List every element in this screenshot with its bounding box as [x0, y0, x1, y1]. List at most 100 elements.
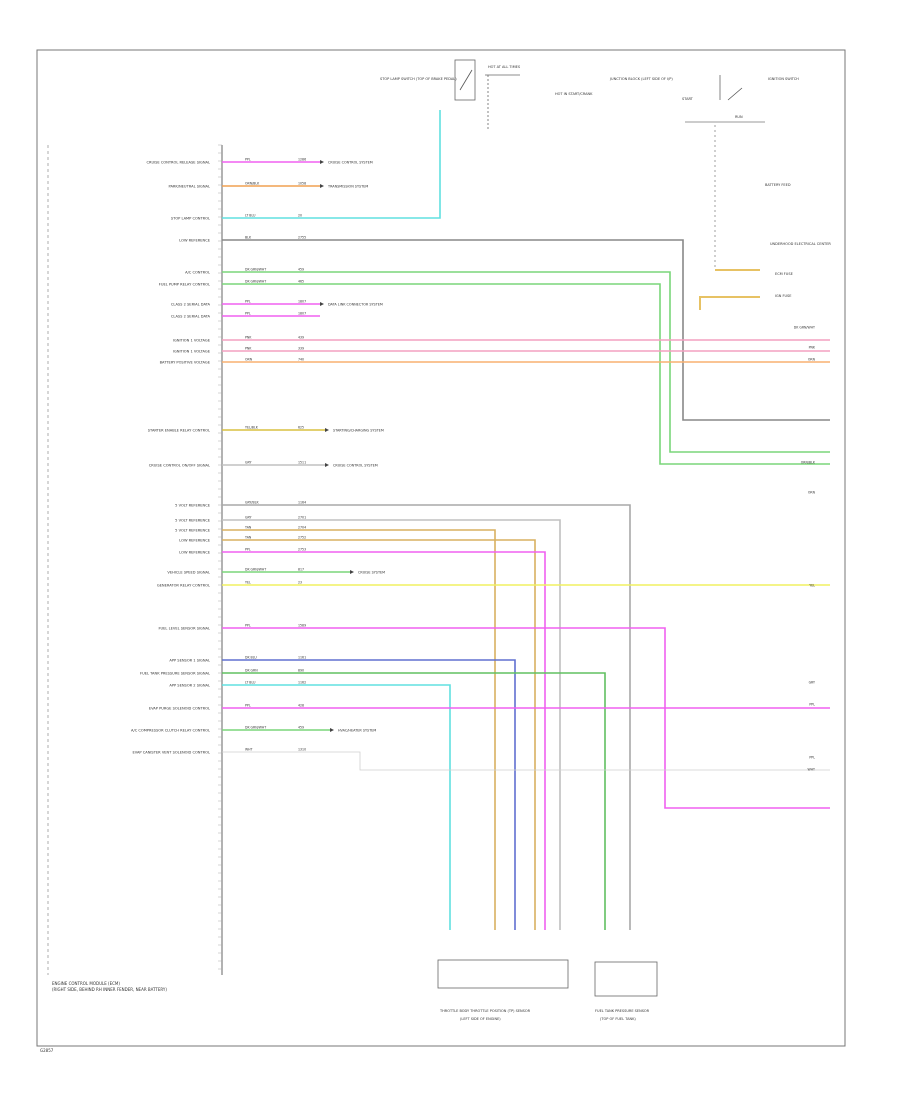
ecm-pin-label: CLASS 2 SERIAL DATA: [171, 303, 211, 307]
fuel-tank-sensor-label: FUEL TANK PRESSURE SENSOR: [595, 1009, 650, 1013]
wire-color-label: PNK: [245, 336, 252, 340]
wire-color-label: GRY: [245, 461, 251, 465]
wire-circuit-label: 439: [298, 336, 304, 340]
wire-color-label: PPL: [245, 158, 251, 162]
right-edge-tag: GRY: [809, 681, 815, 685]
wire-arrow: [330, 728, 334, 732]
wire-circuit-label: 20: [298, 214, 302, 218]
wire-circuit-label: 1058: [298, 182, 306, 186]
wire-circuit-label: 1164: [298, 501, 306, 505]
wire-color-label: YEL/BLK: [245, 426, 259, 430]
ecm-pin-label: CRUISE CONTROL ON/OFF SIGNAL: [149, 464, 210, 468]
ecm-pin-label: 5 VOLT REFERENCE: [175, 504, 211, 508]
wire-trace: [222, 283, 830, 465]
wire-color-label: DK GRN/WHT: [245, 280, 266, 284]
wire-trace: [222, 504, 631, 930]
wire-arrow: [350, 570, 354, 574]
wire-arrow: [320, 302, 324, 306]
ecm-pin-label: STARTER ENABLE RELAY CONTROL: [148, 429, 210, 433]
wire-circuit-label: 459: [298, 268, 304, 272]
wire-color-label: GRY/BLK: [245, 501, 259, 505]
right-edge-tag: ORN: [808, 358, 816, 362]
ecm-pin-label: EVAP CANISTER VENT SOLENOID CONTROL: [132, 751, 210, 755]
wire-circuit-label: 2755: [298, 236, 306, 240]
right-edge-tag: YEL: [809, 584, 815, 588]
wire-circuit-label: 1807: [298, 300, 306, 304]
right-edge-tag: PPL: [809, 756, 815, 760]
throttle-body-connector: THROTTLE BODY THROTTLE POSITION (TP) SEN…: [437, 959, 569, 1021]
ecm-pin-label: IGNITION 1 VOLTAGE: [173, 350, 211, 354]
ecm-pin-label: FUEL TANK PRESSURE SENSOR SIGNAL: [140, 672, 210, 676]
ecm-pin-label: A/C COMPRESSOR CLUTCH RELAY CONTROL: [131, 729, 210, 733]
diagram-id: G2857: [40, 1048, 54, 1053]
fuel-tank-sensor-sub: (TOP OF FUEL TANK): [600, 1017, 636, 1021]
wire-destination-label: CRUISE SYSTEM: [358, 571, 385, 575]
right-edge-tag: WHT: [808, 768, 816, 772]
right-edge-tag: ORN/BLK: [801, 461, 816, 465]
ecm-pin-label: 5 VOLT REFERENCE: [175, 529, 211, 533]
wire-destination-label: HVAC/HEATER SYSTEM: [338, 729, 376, 733]
ecm-pin-label: 5 VOLT REFERENCE: [175, 519, 211, 523]
ecm-pin-label: LOW REFERENCE: [179, 539, 210, 543]
wire-circuit-label: 1161: [298, 656, 306, 660]
ecm-pin-label: CLASS 2 SERIAL DATA: [171, 315, 211, 319]
ecm-pin-labels: CRUISE CONTROL RELEASE SIGNAL PARK/NEUTRA…: [131, 161, 211, 755]
wire-color-label: DK GRN/WHT: [245, 268, 266, 272]
wire-trace: [222, 672, 606, 930]
wire-color-label: TAN: [244, 526, 252, 530]
wire-circuit-label: 1511: [298, 461, 306, 465]
wire-color-label: PPL: [245, 624, 251, 628]
right-edge-tag: PNK: [809, 346, 816, 350]
wire-color-label: TAN: [244, 536, 252, 540]
wire-arrow: [320, 184, 324, 188]
wire-circuit-label: 459: [298, 726, 304, 730]
fuse-a-label: ECM FUSE: [775, 272, 793, 276]
ecm-pin-numbers: [218, 144, 222, 970]
wire-color-label: LT BLU: [245, 681, 256, 685]
ignition-switch-label: IGNITION SWITCH: [768, 77, 799, 81]
wire-color-label: PPL: [245, 300, 251, 304]
wire-trace: [222, 519, 561, 930]
ecm-pin-label: BATTERY POSITIVE VOLTAGE: [160, 361, 211, 365]
wire-circuit-label: 2753: [298, 548, 306, 552]
wire-destination-label: STARTING/CHARGING SYSTEM: [333, 429, 384, 433]
wire-circuit-label: 1310: [298, 748, 306, 752]
ignition-start-label: START: [682, 97, 694, 101]
wire-circuit-label: 2704: [298, 526, 306, 530]
diagram-frame: [36, 49, 846, 1047]
ignition-switch: START RUN IGNITION SWITCH: [682, 75, 799, 123]
ecm-name-line1: ENGINE CONTROL MODULE (ECM): [52, 981, 120, 986]
wire-circuit-label: 890: [298, 669, 304, 673]
wire-color-label: YEL: [245, 581, 251, 585]
wire-destination-label: TRANSMISSION SYSTEM: [327, 185, 368, 189]
wire-color-label: ORN/BLK: [245, 182, 260, 186]
hot-in-start-label: HOT IN START/CRANK: [555, 92, 593, 96]
ecm-pin-label: FUEL PUMP RELAY CONTROL: [159, 283, 210, 287]
wire-arrow: [320, 160, 324, 164]
wire-circuit-label: 1589: [298, 624, 306, 628]
wire-color-label: LT BLU: [245, 214, 256, 218]
wire-trace: [222, 110, 441, 219]
ecm-pin-label: VEHICLE SPEED SIGNAL: [167, 571, 210, 575]
ecm-pin-label: STOP LAMP CONTROL: [171, 217, 210, 221]
wire-color-label: WHT: [245, 748, 253, 752]
ignition-run-label: RUN: [735, 115, 743, 119]
battery-feed-label: BATTERY FEED: [765, 183, 791, 187]
ecm-pin-label: CRUISE CONTROL RELEASE SIGNAL: [146, 161, 210, 165]
wire-circuit-label: 740: [298, 358, 304, 362]
ecm-pin-label: GENERATOR RELAY CONTROL: [157, 584, 210, 588]
wire-destination-label: CRUISE CONTROL SYSTEM: [333, 464, 378, 468]
ecm-pin-label: LOW REFERENCE: [179, 551, 210, 555]
wire-circuit-label: 339: [298, 347, 304, 351]
wire-traces: [222, 110, 830, 930]
ecm-pin-label: APP SENSOR 2 SIGNAL: [169, 684, 210, 688]
wire-circuit-label: 1286: [298, 158, 306, 162]
wire-circuit-label: 1807: [298, 312, 306, 316]
ecm-pin-label: PARK/NEUTRAL SIGNAL: [169, 185, 210, 189]
fuel-tank-pressure-sensor: FUEL TANK PRESSURE SENSOR (TOP OF FUEL T…: [594, 961, 658, 1021]
ecm-pin-label: LOW REFERENCE: [179, 239, 210, 243]
junction-block-label: JUNCTION BLOCK (LEFT SIDE OF I/P): [609, 77, 673, 81]
wire-circuit-label: 2701: [298, 516, 306, 520]
ecm-name-line2: (RIGHT SIDE, BEHIND RH INNER FENDER, NEA…: [52, 987, 167, 992]
